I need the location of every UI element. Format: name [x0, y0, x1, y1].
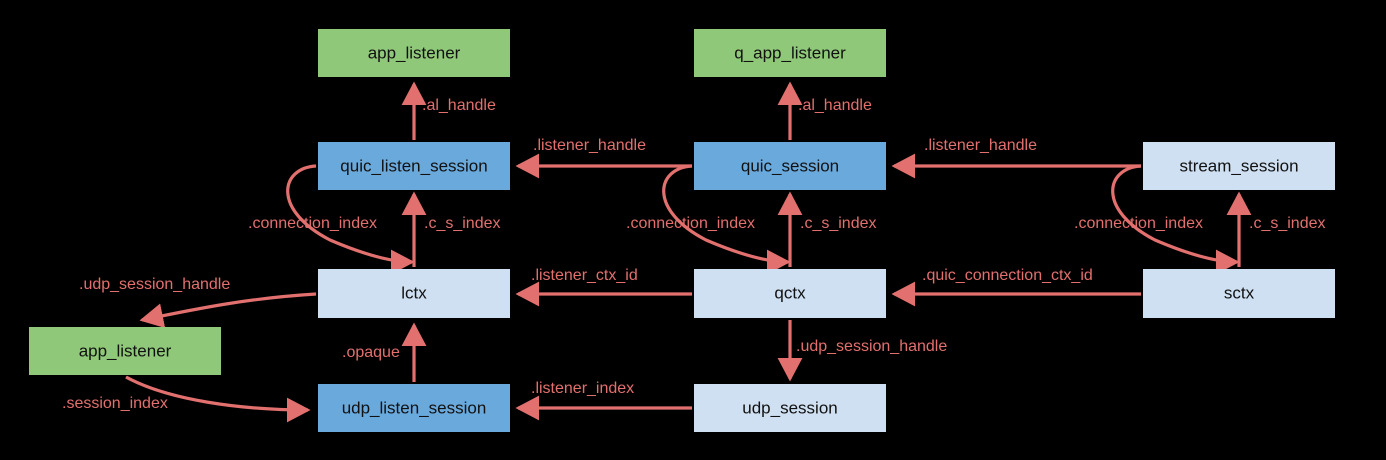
node-sctx[interactable]: sctx	[1143, 269, 1335, 318]
node-stream-session[interactable]: stream_session	[1143, 142, 1335, 190]
edge-connection-index-mid	[662, 164, 791, 275]
node-app-listener-bottom[interactable]: app_listener	[29, 327, 221, 375]
node-label: lctx	[401, 283, 427, 302]
node-quic-listen-session[interactable]: quic_listen_session	[318, 142, 510, 190]
edge-label-listener-index: .listener_index	[531, 380, 634, 397]
edge-label-al-handle-left: .al_handle	[422, 97, 496, 114]
edge-connection-index-left	[286, 164, 415, 275]
node-label: udp_listen_session	[342, 398, 487, 417]
node-label: sctx	[1224, 283, 1255, 302]
node-app-listener-top[interactable]: app_listener	[318, 29, 510, 77]
node-quic-session[interactable]: quic_session	[694, 142, 886, 190]
node-qctx[interactable]: qctx	[694, 269, 886, 318]
edge-label-listener-ctx-id: .listener_ctx_id	[531, 267, 638, 284]
edge-label-udp-session-handle-left: .udp_session_handle	[79, 276, 230, 293]
edge-label-opaque: .opaque	[342, 344, 400, 361]
edge-connection-index-right	[1111, 164, 1240, 275]
edge-label-udp-session-handle-mid: .udp_session_handle	[796, 338, 947, 355]
node-layer: app_listener q_app_listener quic_listen_…	[29, 29, 1335, 432]
node-label: qctx	[774, 283, 806, 302]
node-label: quic_listen_session	[340, 156, 487, 175]
edge-label-connection-index-right: .connection_index	[1074, 215, 1203, 232]
node-label: app_listener	[79, 341, 172, 360]
node-label: app_listener	[368, 43, 461, 62]
node-udp-session[interactable]: udp_session	[694, 384, 886, 432]
edge-label-connection-index-left: .connection_index	[248, 215, 377, 232]
edge-label-quic-connection-ctx-id: .quic_connection_ctx_id	[922, 267, 1093, 284]
edge-label-cs-index-right: .c_s_index	[1249, 215, 1326, 232]
edge-label-al-handle-right: .al_handle	[798, 97, 872, 114]
node-label: stream_session	[1179, 156, 1298, 175]
edge-label-cs-index-left: .c_s_index	[424, 215, 501, 232]
edge-label-layer: .al_handle .al_handle .listener_handle .…	[62, 97, 1326, 412]
node-udp-listen-session[interactable]: udp_listen_session	[318, 384, 510, 432]
node-label: quic_session	[741, 156, 839, 175]
node-label: q_app_listener	[734, 43, 846, 62]
edge-session-index	[125, 375, 311, 423]
edge-label-connection-index-mid: .connection_index	[626, 215, 755, 232]
edge-label-listener-handle-right: .listener_handle	[924, 137, 1037, 154]
edge-label-listener-handle-left: .listener_handle	[533, 137, 646, 154]
edge-layer	[125, 81, 1252, 423]
node-q-app-listener[interactable]: q_app_listener	[694, 29, 886, 77]
node-label: udp_session	[742, 398, 837, 417]
edge-udp-session-handle-left	[139, 292, 317, 328]
node-lctx[interactable]: lctx	[318, 269, 510, 318]
edge-label-cs-index-mid: .c_s_index	[800, 215, 877, 232]
edge-label-session-index: .session_index	[62, 395, 168, 412]
